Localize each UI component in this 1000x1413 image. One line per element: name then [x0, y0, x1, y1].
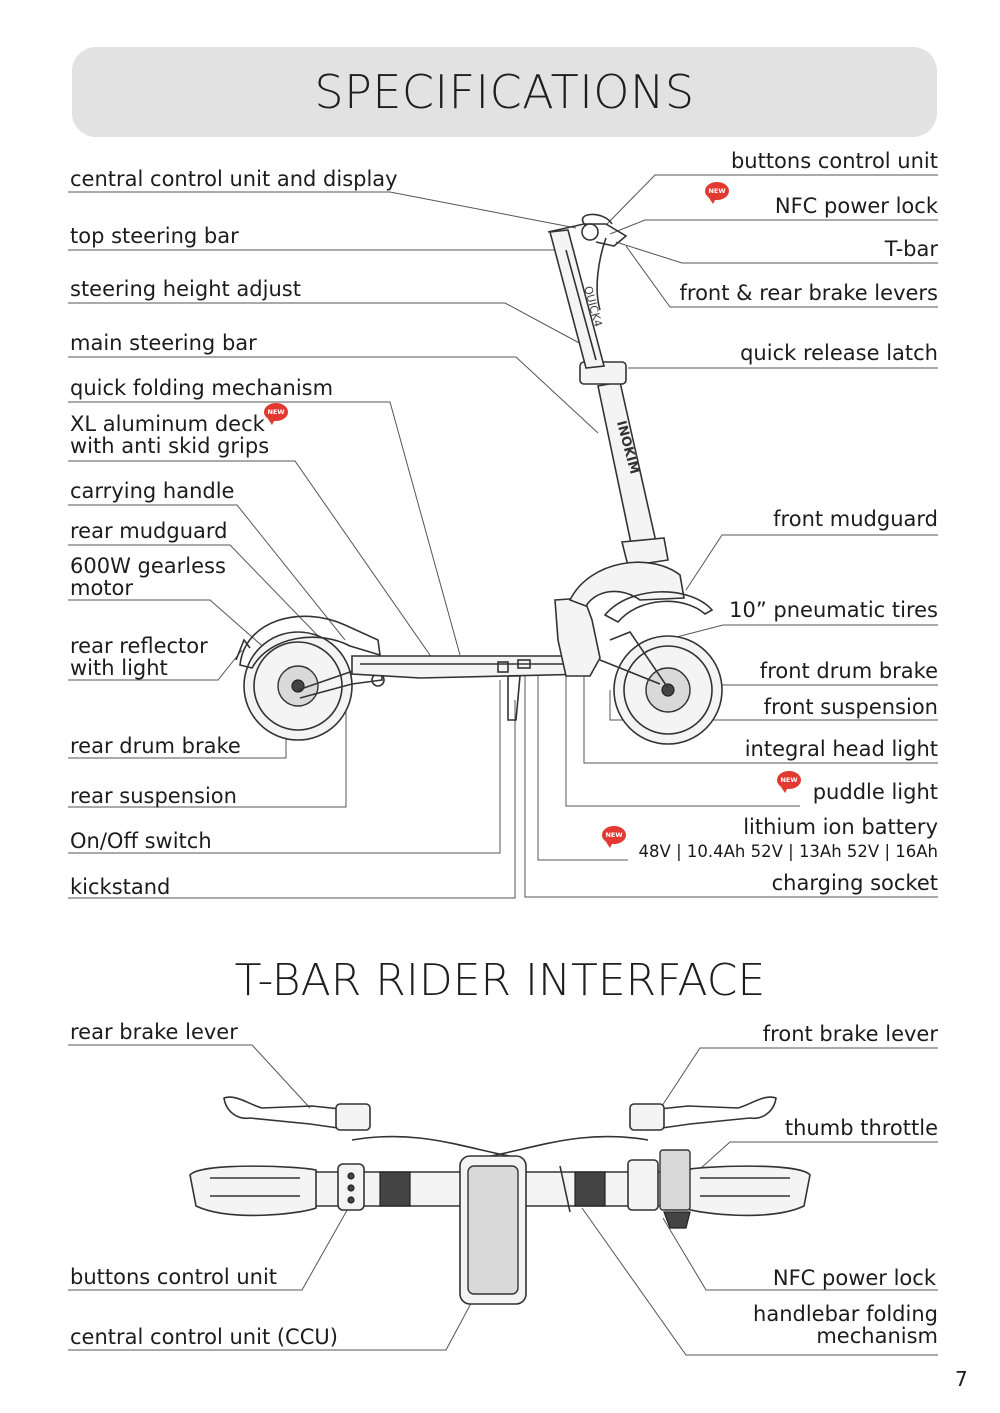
label-handlebar-folding: handlebar folding mechanism	[753, 1302, 938, 1348]
label-ccu: central control unit (CCU)	[70, 1325, 338, 1349]
label-brake-levers: front & rear brake levers	[679, 281, 938, 305]
label-tires: 10” pneumatic tires	[729, 598, 938, 622]
label-rear-drum-brake: rear drum brake	[70, 734, 241, 758]
label-front-drum-brake: front drum brake	[759, 659, 938, 683]
label-top-steering-bar: top steering bar	[70, 224, 239, 248]
scooter-illustration	[235, 213, 723, 745]
label-head-light: integral head light	[744, 737, 938, 761]
page-number: 7	[955, 1367, 968, 1391]
label-quick-folding: quick folding mechanism	[70, 376, 334, 400]
label-t-bar: T-bar	[884, 237, 938, 261]
label-thumb-throttle: thumb throttle	[784, 1116, 938, 1140]
label-nfc-lock: NFC power lock	[774, 194, 938, 218]
label-rear-mudguard: rear mudguard	[70, 519, 228, 543]
label-battery-variants: 48V | 10.4Ah 52V | 13Ah 52V | 16Ah	[638, 842, 938, 861]
label-steering-height: steering height adjust	[70, 277, 301, 301]
label-main-steering-bar: main steering bar	[70, 331, 257, 355]
label-central-control: central control unit and display	[70, 167, 398, 191]
new-badge-battery: NEW	[602, 826, 626, 848]
label-front-suspension: front suspension	[763, 695, 938, 719]
label-battery: lithium ion battery	[743, 815, 938, 839]
header-band: SPECIFICATIONS	[72, 47, 937, 137]
label-rear-brake-lever: rear brake lever	[70, 1020, 238, 1044]
label-rear-suspension: rear suspension	[70, 784, 237, 808]
label-on-off-switch: On/Off switch	[70, 829, 212, 853]
label-carrying-handle: carrying handle	[70, 479, 235, 503]
label-front-brake-lever: front brake lever	[762, 1022, 938, 1046]
label-quick-release: quick release latch	[740, 341, 938, 365]
label-buttons-control-2: buttons control unit	[70, 1265, 278, 1289]
label-nfc-lock-2: NFC power lock	[772, 1266, 936, 1290]
leader-lines-right	[524, 174, 938, 898]
label-buttons-control: buttons control unit	[730, 149, 938, 173]
label-motor: 600W gearless motor	[70, 554, 226, 600]
section-title: T-BAR RIDER INTERFACE	[234, 955, 766, 1006]
label-puddle-light: puddle light	[812, 780, 938, 804]
leader-lines-left	[68, 191, 599, 899]
new-badge-puddle: NEW	[777, 771, 801, 793]
label-charging-socket: charging socket	[771, 871, 938, 895]
label-xl-deck: XL aluminum deck with anti skid grips	[70, 412, 270, 458]
new-badge-deck: NEW	[264, 403, 288, 425]
tbar-illustration	[189, 1096, 811, 1305]
new-badge-nfc: NEW	[705, 182, 729, 204]
page-title: SPECIFICATIONS	[314, 65, 695, 119]
label-front-mudguard: front mudguard	[773, 507, 938, 531]
label-rear-reflector: rear reflector with light	[70, 634, 208, 680]
label-kickstand: kickstand	[70, 875, 171, 899]
